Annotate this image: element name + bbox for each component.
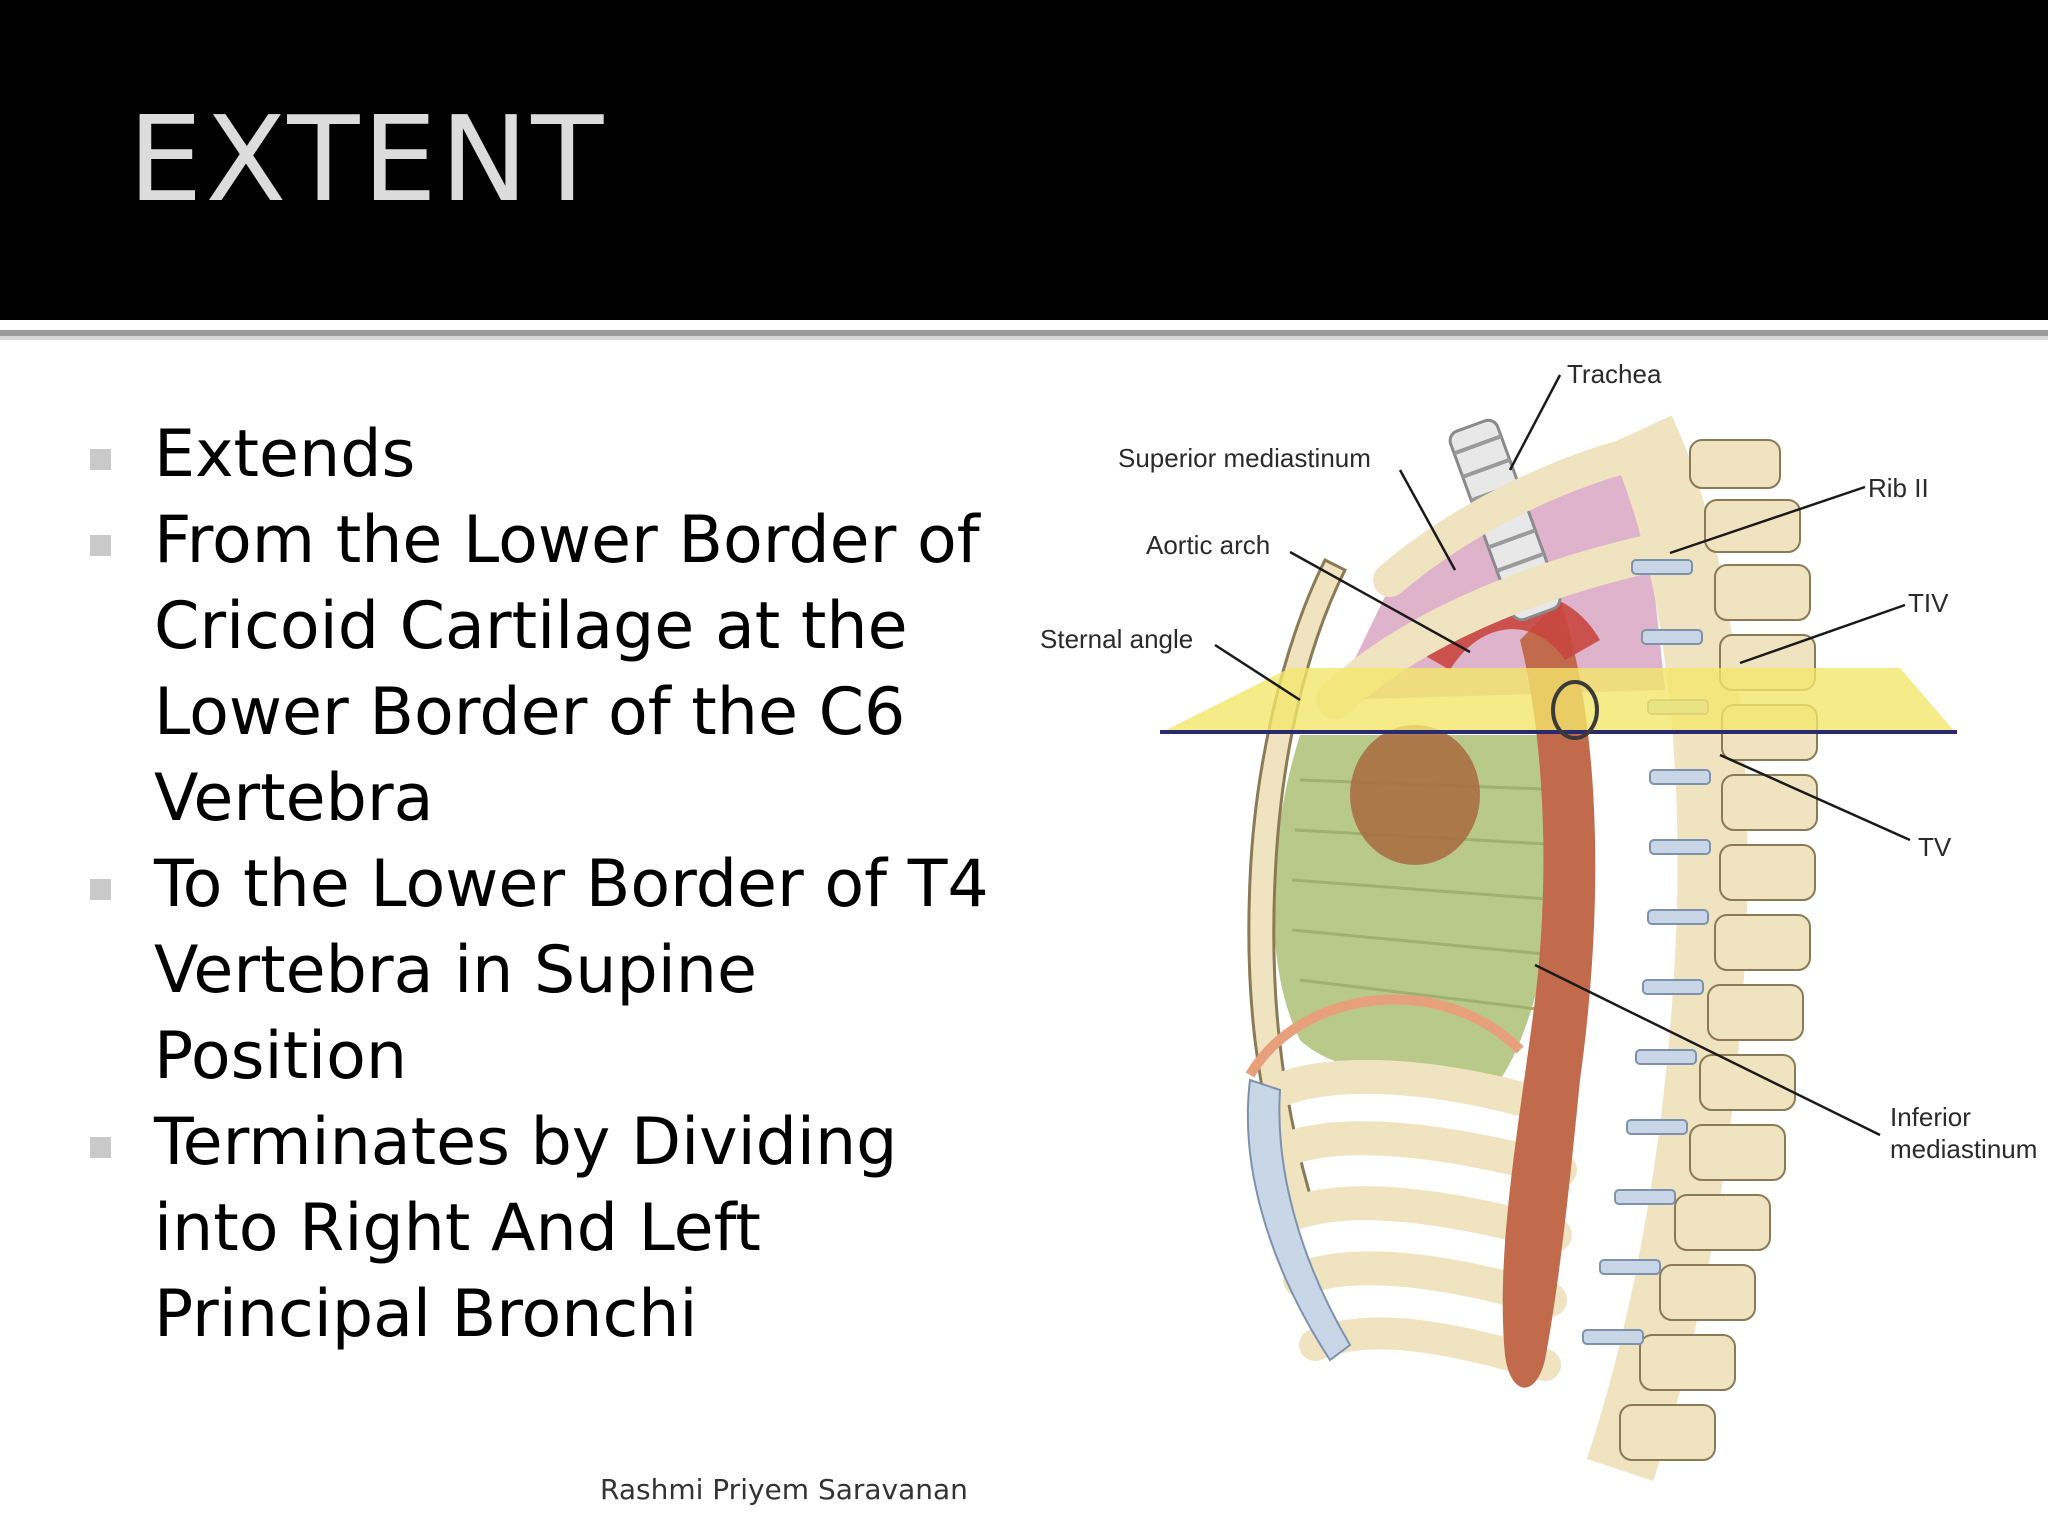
- label-tv: TV: [1918, 832, 1952, 862]
- bullet-item: Terminates by Dividing into Right And Le…: [84, 1100, 1004, 1358]
- sternal-angle-plane: [1162, 668, 1955, 732]
- title-divider-light: [0, 336, 2048, 340]
- title-divider-gray: [0, 330, 2048, 336]
- title-divider-white: [0, 320, 2048, 325]
- bullet-square-icon: [90, 535, 111, 556]
- descending-aorta: [1502, 600, 1596, 1388]
- costal-margin: [1245, 994, 1524, 1078]
- label-aortic-arch: Aortic arch: [1146, 530, 1270, 560]
- label-sternal-angle: Sternal angle: [1040, 624, 1193, 654]
- pericardium-region: [1273, 735, 1580, 1083]
- label-rib-ii: Rib II: [1868, 473, 1929, 503]
- costal-cartilage: [1246, 1078, 1352, 1362]
- bullet-square-icon: [90, 449, 111, 470]
- label-trachea: Trachea: [1567, 359, 1662, 389]
- label-inferior-mediastinum-line2: mediastinum: [1890, 1134, 2037, 1164]
- bullet-square-icon: [90, 879, 111, 900]
- vertebral-column: [1582, 415, 1818, 1482]
- rib-i: [1373, 433, 1667, 597]
- leader-lines: [1214, 374, 1911, 1137]
- aortic-ring-icon: [1551, 680, 1599, 740]
- bullet-item: From the Lower Border of Cricoid Cartila…: [84, 498, 1004, 842]
- mediastinum-illustration: Trachea Superior mediastinum Aortic arch…: [1040, 359, 2037, 1482]
- label-inferior-mediastinum-line1: Inferior: [1890, 1102, 1971, 1132]
- bullet-text: To the Lower Border of T4 Vertebra in Su…: [154, 847, 989, 1094]
- bullet-text: Extends: [154, 417, 416, 492]
- bullet-item: Extends: [84, 412, 1004, 498]
- label-tiv: TIV: [1908, 588, 1949, 618]
- bullet-square-icon: [90, 1137, 111, 1158]
- label-superior-mediastinum: Superior mediastinum: [1118, 443, 1371, 473]
- slide-title: EXTENT: [128, 90, 607, 228]
- bullet-list: Extends From the Lower Border of Cricoid…: [84, 412, 1004, 1358]
- bullet-text: From the Lower Border of Cricoid Cartila…: [154, 503, 980, 836]
- bullet-text: Terminates by Dividing into Right And Le…: [154, 1105, 898, 1352]
- heart-shadow: [1350, 725, 1480, 865]
- bullet-item: To the Lower Border of T4 Vertebra in Su…: [84, 842, 1004, 1100]
- author-footer: Rashmi Priyem Saravanan: [600, 1473, 968, 1506]
- title-bar: EXTENT: [0, 0, 2048, 320]
